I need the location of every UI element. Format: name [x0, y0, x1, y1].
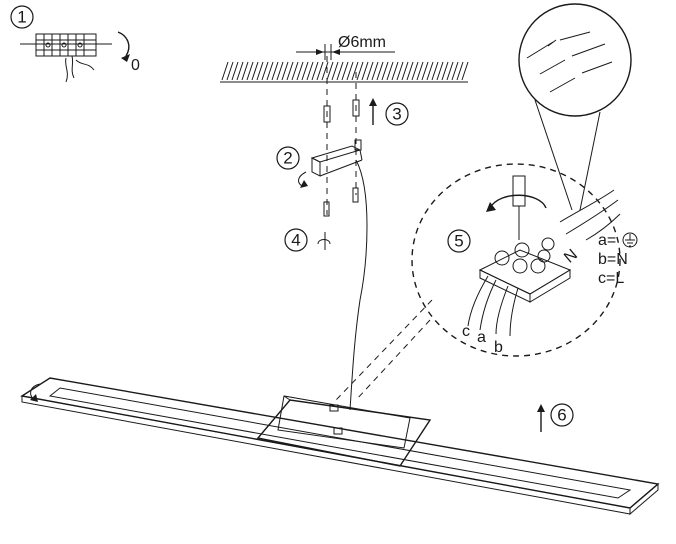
step-1-number: 1: [17, 8, 26, 27]
step-6-marker: [550, 403, 574, 427]
dimension-label: Ø6mm: [338, 34, 386, 51]
step-3-number: 3: [392, 105, 401, 124]
up-arrowhead-icon: [369, 98, 377, 106]
step-1-marker: [10, 5, 34, 29]
legend-c: c=L: [598, 270, 624, 287]
stripped-wires: [526, 31, 613, 93]
wire-a-label: a: [477, 329, 486, 346]
supply-cable: [559, 189, 615, 223]
lamp-frame: [20, 377, 660, 516]
terminal-n-label: N: [561, 246, 581, 266]
step-3-marker: [385, 102, 409, 126]
ground-symbol-icon: [622, 232, 638, 248]
wire-strip-detail: [518, 3, 632, 117]
step-6-number: 6: [557, 406, 566, 425]
detail-callout: [411, 163, 621, 357]
step-2-marker: [276, 146, 300, 170]
connector-block: [478, 175, 572, 303]
ground-terminal-icon: [541, 237, 555, 251]
rotate-arrowhead-icon: [121, 54, 130, 62]
wiring-legend: a= b=N c=L: [598, 232, 638, 287]
step-4-number: 4: [291, 231, 300, 250]
step-4-marker: [284, 228, 308, 252]
legend-b: b=N: [598, 251, 628, 268]
screw-turn-icon: [298, 171, 307, 187]
legend-a: a=: [598, 232, 616, 249]
canopy-box: [256, 395, 432, 467]
wall-plugs: [323, 56, 360, 215]
screwdriver-bit-icon: [512, 175, 526, 207]
zero-label: 0: [131, 57, 140, 74]
terminal-block-inset: 1 0: [10, 5, 140, 83]
tighten-arrow-icon: [489, 194, 547, 209]
mounting-bracket: [310, 139, 363, 177]
wire-c: [467, 275, 489, 327]
step-5-number: 5: [454, 232, 463, 251]
screws: [323, 187, 359, 217]
terminal-block-icon: [20, 33, 112, 83]
step-2-number: 2: [283, 149, 292, 168]
wire-b: [495, 285, 509, 335]
wire-b-label: b: [494, 339, 503, 356]
wire-c-label: c: [462, 323, 470, 340]
turn-icon: [317, 239, 331, 245]
drill-dimension: Ø6mm: [296, 34, 395, 60]
step-5-marker: [447, 229, 471, 253]
suspension-cable: [349, 159, 368, 411]
rotate-arrow-icon: [117, 31, 130, 57]
ceiling: [220, 61, 469, 83]
